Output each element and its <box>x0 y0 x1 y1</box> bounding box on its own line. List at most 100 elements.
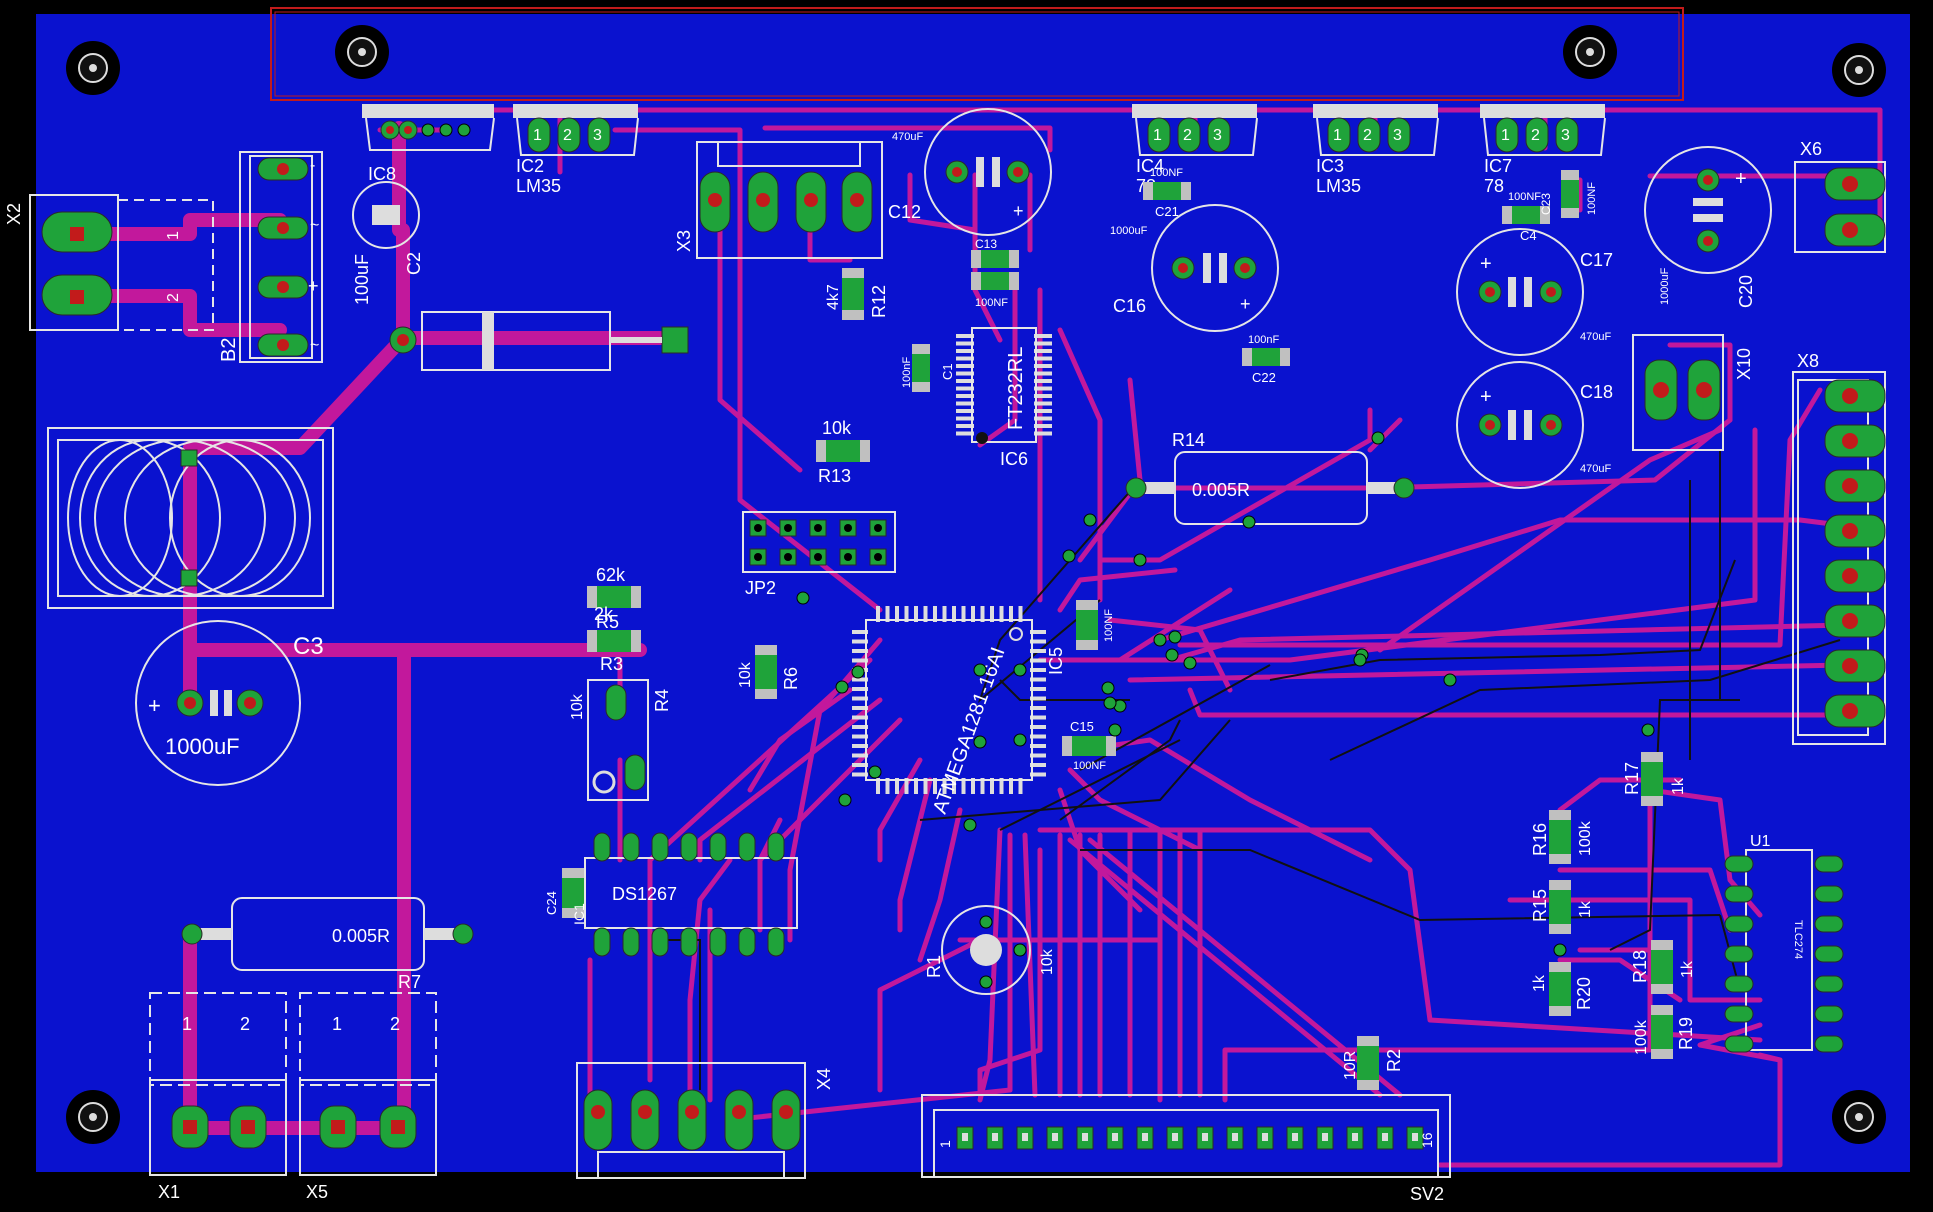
sv2-drill <box>1262 1133 1268 1141</box>
u1-pin <box>1724 1005 1754 1023</box>
sv2-drill <box>1142 1133 1148 1141</box>
svg-text:1: 1 <box>533 127 542 144</box>
svg-text:1: 1 <box>937 1140 953 1148</box>
x8-drill <box>1842 613 1858 629</box>
via <box>1153 633 1167 647</box>
r17-label: R17 <box>1622 762 1642 795</box>
c18-label: C18 <box>1580 382 1613 402</box>
ic6-pin <box>956 394 974 398</box>
c18-capacitor: + C18 470uF <box>1456 361 1613 489</box>
ic5-pin <box>999 606 1004 622</box>
svg-text:3: 3 <box>593 127 602 144</box>
c20-capacitor: + C20 1000uF <box>1644 146 1772 308</box>
ic3-sensor: 1 2 3 IC3 LM35 <box>1313 104 1439 196</box>
via <box>1641 723 1655 737</box>
svg-text:2: 2 <box>165 293 182 302</box>
ic5-pin <box>895 606 899 622</box>
jp2-drill <box>754 553 762 561</box>
op-amp-resistors: R17 1k R16 100k R15 1k 1k R20 R18 1k 100… <box>1530 752 1696 1059</box>
sv2-drill <box>1082 1133 1088 1141</box>
via <box>1103 696 1117 710</box>
r3-label: R3 <box>600 654 623 674</box>
r15-label: R15 <box>1530 889 1550 922</box>
ic6-pin <box>956 349 974 353</box>
x8-drill <box>1842 703 1858 719</box>
ic6-pin <box>1034 356 1052 361</box>
svg-text:1: 1 <box>182 1014 192 1034</box>
ic5-pin <box>1030 668 1046 672</box>
sv2-header: 1 16 SV2 <box>921 1094 1451 1204</box>
r1-label: R1 <box>924 955 944 978</box>
svg-text:470uF: 470uF <box>1580 463 1611 475</box>
sv2-label: SV2 <box>1410 1184 1444 1204</box>
r18-label: R18 <box>1630 950 1650 983</box>
ic1-pin <box>651 927 669 957</box>
r20-label: R20 <box>1574 977 1594 1010</box>
ic1-pin <box>738 832 756 862</box>
c2-capacitor: C2 100uF <box>352 181 424 305</box>
c4-c23-capacitors: 100NF C4 C23 100NF <box>1502 170 1598 243</box>
c21-label: C21 <box>1155 204 1179 219</box>
u1-pin <box>1814 975 1844 993</box>
svg-text:~: ~ <box>310 217 319 234</box>
c15-capacitor: C15 100NF <box>1062 719 1116 772</box>
ic5-pin <box>980 606 985 622</box>
u1-op-amp: U1 TLC274 <box>1724 833 1844 1053</box>
x3-connector: X3 <box>674 141 883 259</box>
ic5-pin <box>933 778 937 794</box>
via <box>1183 656 1197 670</box>
svg-text:100NF: 100NF <box>1103 609 1115 642</box>
ic5-pin <box>1030 639 1046 644</box>
ic6-pin <box>956 409 974 413</box>
ic5-pin <box>990 778 994 794</box>
svg-text:1: 1 <box>1333 127 1342 144</box>
ic5-pin <box>1009 778 1013 794</box>
r6-label: R6 <box>781 667 801 690</box>
ic6-label: IC6 <box>1000 449 1028 469</box>
jp2-drill <box>784 553 792 561</box>
svg-text:4k7: 4k7 <box>825 284 842 310</box>
ic6-pin <box>956 424 974 428</box>
svg-text:2: 2 <box>1531 127 1540 144</box>
x6-connector: X6 <box>1794 139 1886 253</box>
svg-text:2k: 2k <box>594 604 614 624</box>
c4-label: C4 <box>1520 228 1537 243</box>
x1-terminal: 1 2 X1 <box>149 992 287 1202</box>
svg-text:+: + <box>1735 168 1747 190</box>
ic6-pin <box>1034 431 1052 436</box>
ic1-pin <box>593 927 611 957</box>
ic5-pin <box>852 744 868 748</box>
ic6-pin <box>1034 379 1052 383</box>
ic4-regulator: 1 2 3 IC4 78 <box>1132 104 1258 196</box>
ic5-pin <box>852 658 868 663</box>
sv2-drill <box>1202 1133 1208 1141</box>
jp2-label: JP2 <box>745 578 776 598</box>
ic5-pin <box>1030 649 1046 653</box>
ic1-pin <box>680 927 698 957</box>
ic7-regulator: 1 2 3 IC7 78 <box>1480 104 1606 196</box>
jp2-drill <box>844 524 852 532</box>
sv2-drill <box>1292 1133 1298 1141</box>
c24-label: C24 <box>544 891 559 915</box>
svg-text:470uF: 470uF <box>1580 331 1611 343</box>
ic6-pin <box>956 364 974 368</box>
r2-label: R2 <box>1384 1049 1404 1072</box>
ic5-pin <box>1030 772 1046 777</box>
ic5-pin <box>1030 696 1046 701</box>
r6-resistor: 10k R6 <box>737 645 801 699</box>
svg-text:2: 2 <box>1363 127 1372 144</box>
ic5-pin <box>1030 677 1046 682</box>
x8-drill <box>1842 388 1858 404</box>
svg-text:+: + <box>308 276 319 296</box>
ic1-pin <box>709 927 727 957</box>
sv2-drill <box>1412 1133 1418 1141</box>
svg-text:100NF: 100NF <box>1150 167 1183 179</box>
svg-text:100k: 100k <box>1633 1019 1650 1055</box>
svg-text:1: 1 <box>332 1014 342 1034</box>
ic5-pin <box>1018 606 1023 622</box>
via <box>838 793 852 807</box>
jp2-drill <box>814 553 822 561</box>
r12-label: R12 <box>869 285 889 318</box>
ic6-pin <box>956 401 974 406</box>
